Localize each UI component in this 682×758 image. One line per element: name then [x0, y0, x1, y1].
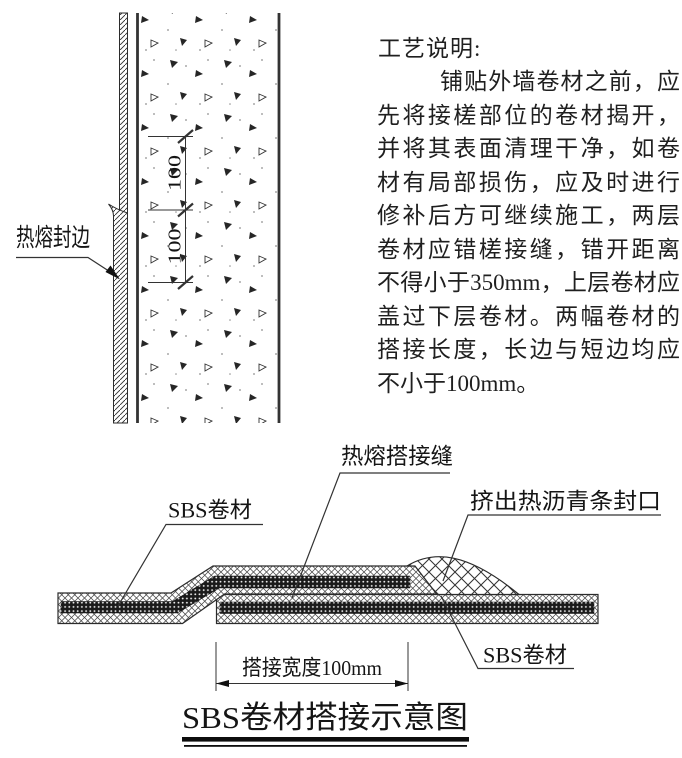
sheet-core-stripe-left: [60, 575, 411, 614]
label-sbs-left: SBS卷材: [168, 498, 252, 523]
diagram-title: SBS卷材搭接示意图: [182, 700, 468, 735]
sheet-core-stripe-right: [219, 601, 595, 614]
wall-dimension: [148, 129, 194, 290]
process-note-line: 盖过下层卷材。两幅卷材的: [377, 303, 680, 329]
label-asphalt: 挤出热沥青条封口: [470, 489, 661, 514]
concrete-fill: [139, 13, 278, 423]
leader-seam: [291, 472, 450, 599]
dim-arrow-left: [216, 680, 229, 687]
process-note-line: 先将接槎部位的卷材揭开，: [377, 102, 680, 128]
dim-label-upper: 100: [165, 155, 185, 191]
title-underline-thin: [184, 745, 467, 747]
process-notes-title: 工艺说明:: [378, 36, 482, 61]
process-note-line: 不得小于350mm，上层卷材应: [377, 270, 680, 295]
leader-sbs-left: [117, 523, 263, 607]
process-note-line: 并将其表面清理干净，如卷: [377, 136, 680, 161]
lap-width-dimension: [215, 642, 409, 691]
process-note-line: 搭接长度，长边与短边均应: [377, 337, 680, 362]
process-note-line: 修补后方可继续施工，两层: [377, 203, 680, 228]
wall-section-diagram: 100 100 热熔封边: [16, 12, 281, 424]
lap-dim-label: 搭接宽度100mm: [242, 656, 382, 680]
seal-edge-leader: [16, 256, 119, 278]
title-underline-thick: [182, 737, 469, 742]
label-sbs-right: SBS卷材: [483, 643, 567, 668]
dim-label-lower: 100: [165, 229, 185, 265]
process-notes: 铺贴外墙卷材之前，应 先将接槎部位的卷材揭开， 并将其表面清理干净，如卷 材有局…: [377, 65, 680, 400]
process-note-line: 铺贴外墙卷材之前，应: [440, 69, 680, 94]
leader-asphalt: [442, 514, 661, 582]
seal-edge-label: 热熔封边: [16, 224, 90, 252]
label-seam: 热熔搭接缝: [341, 444, 453, 469]
dim-arrow-right: [395, 680, 408, 687]
process-note-line: 材有局部损伤，应及时进行: [377, 169, 680, 195]
lap-joint-diagram: SBS卷材 热熔搭接缝 挤出热沥青条封口 SBS卷材 搭接宽度100mm SBS…: [57, 444, 661, 747]
leader-sbs-right: [440, 595, 574, 670]
process-note-line: 不小于100mm。: [377, 370, 540, 396]
process-note-line: 卷材应错槎接缝，错开距离: [377, 236, 680, 262]
asphalt-bead: [404, 556, 521, 596]
seal-edge-arrow: [105, 265, 120, 280]
wall-membrane-outer: [108, 203, 128, 424]
